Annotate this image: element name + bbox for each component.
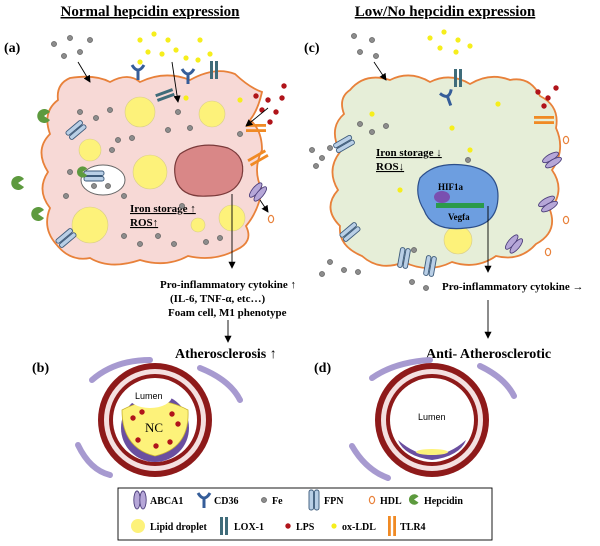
cytokine-line-1: Pro-inflammatory cytokine ↑ [160, 279, 296, 291]
cytokine-line-3: Foam cell, M1 phenotype [168, 307, 287, 319]
legend-hdl: HDL [380, 496, 402, 507]
panel-a-label: (a) [4, 41, 21, 56]
hdl-particle [544, 247, 552, 257]
lipid-droplet [78, 138, 102, 162]
legend-lps: LPS [296, 522, 315, 533]
vessel-b [89, 357, 243, 477]
nucleus-a [174, 144, 244, 197]
legend-box [117, 487, 493, 541]
lipid-droplet [124, 96, 156, 128]
iron-storage-down-text: Iron storage ↓ [376, 147, 442, 159]
hdl-particle [562, 215, 570, 225]
lipid-droplet [443, 225, 473, 255]
vegfa-label: Vegfa [448, 212, 470, 222]
panel-c-label: (c) [304, 41, 320, 56]
legend-lox1: LOX-1 [234, 522, 264, 533]
ros-up-text: ROS↑ [130, 217, 158, 229]
hif1a-label: HIF1a [438, 182, 464, 192]
hepcidin-icon [31, 207, 44, 221]
atherosclerosis-outcome: Atherosclerosis ↑ [175, 347, 277, 362]
legend-cd36: CD36 [214, 496, 238, 507]
iron-storage-up-text: Iron storage ↑ [130, 203, 196, 215]
panel-c-title: Low/No hepcidin expression [355, 4, 536, 20]
oxldl-cluster-a [137, 31, 213, 65]
legend-hepcidin: Hepcidin [424, 496, 463, 507]
lipid-droplet [198, 100, 226, 128]
nc-label: NC [145, 420, 163, 435]
panel-d-label: (d) [314, 361, 331, 376]
lipid-droplet [132, 154, 168, 190]
legend-tlr4: TLR4 [400, 522, 426, 533]
legend-abca1: ABCA1 [150, 496, 183, 507]
legend: ABCA1 CD36 Fe FPN HDL Hepcidin Lipid dro… [131, 489, 463, 536]
panel-a-title: Normal hepcidin expression [61, 4, 241, 20]
cytokine-line-2: (IL-6, TNF-α, etc…) [170, 293, 265, 305]
macrophage-cell-c [329, 74, 562, 269]
oxldl-cluster-c [427, 29, 473, 55]
hdl-particle [267, 214, 275, 224]
ros-down-text: ROS↓ [376, 161, 404, 173]
vessel-d [349, 357, 517, 481]
legend-lipid-droplet: Lipid droplet [150, 522, 207, 533]
lumen-label-d: Lumen [418, 412, 446, 422]
legend-fpn: FPN [324, 496, 344, 507]
panel-b-label: (b) [32, 361, 49, 376]
legend-oxldl: ox-LDL [342, 522, 376, 533]
anti-atherosclerotic-outcome: Anti- Atherosclerotic [426, 347, 551, 362]
lipid-droplet [190, 217, 206, 233]
cytokine-right-line: Pro-inflammatory cytokine → [442, 281, 584, 293]
nucleus-c [417, 163, 499, 230]
fe-extracellular-a [51, 35, 93, 59]
hdl-particle [562, 135, 570, 145]
lumen-label-b: Lumen [135, 391, 163, 401]
lipid-droplet [71, 206, 109, 244]
legend-fe: Fe [272, 496, 283, 507]
hepcidin-icon [11, 176, 25, 190]
